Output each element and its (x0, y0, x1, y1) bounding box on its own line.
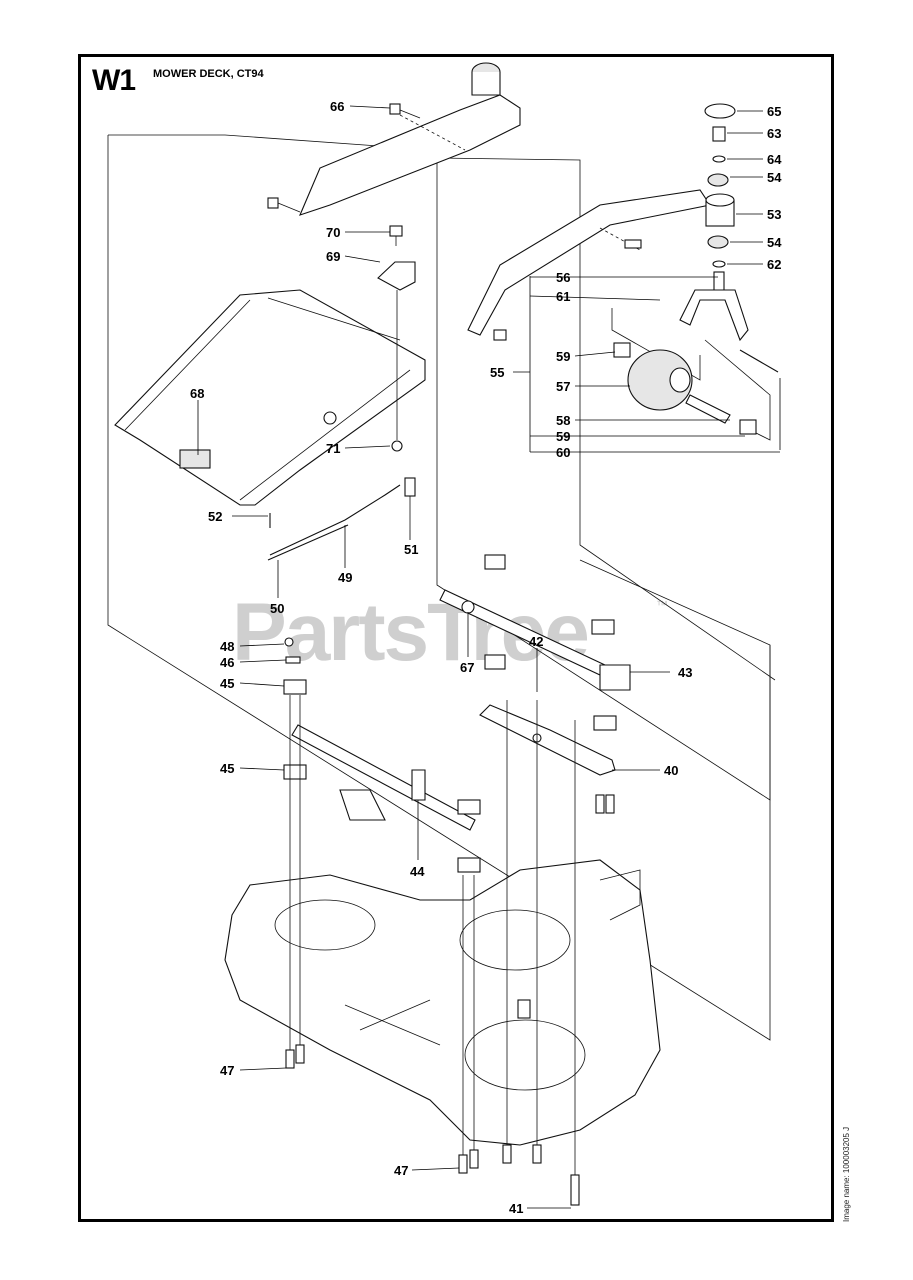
front-bracket (479, 704, 616, 776)
callout-51: 51 (404, 542, 418, 557)
mower-deck (224, 859, 661, 1146)
diagram-frame (78, 54, 834, 1222)
upper-arm-bracket (299, 62, 521, 216)
callout-46: 46 (220, 655, 234, 670)
leader-lines (197, 105, 781, 1209)
callout-67: 67 (460, 660, 474, 675)
callout-59-bottom: 59 (556, 429, 570, 444)
caster-hardware-stack (704, 103, 736, 268)
rear-shaft-assembly (283, 554, 631, 780)
callout-60: 60 (556, 445, 570, 460)
callout-45-bottom: 45 (220, 761, 234, 776)
callout-41: 41 (509, 1201, 523, 1216)
small-hardware (267, 103, 507, 452)
callout-66: 66 (330, 99, 344, 114)
right-arm-bracket (467, 189, 711, 336)
callout-49: 49 (338, 570, 352, 585)
callout-64: 64 (767, 152, 782, 167)
callout-58: 58 (556, 413, 570, 428)
callout-61: 61 (556, 289, 570, 304)
callout-43: 43 (678, 665, 692, 680)
callout-57: 57 (556, 379, 570, 394)
callout-40: 40 (664, 763, 678, 778)
callout-63: 63 (767, 126, 781, 141)
callout-62: 62 (767, 257, 781, 272)
page-code: W1 (92, 64, 136, 97)
callout-69: 69 (326, 249, 340, 264)
callout-52: 52 (208, 509, 222, 524)
callout-65: 65 (767, 104, 781, 119)
callout-68: 68 (190, 386, 204, 401)
callout-42: 42 (529, 634, 543, 649)
callout-47-bottom: 47 (394, 1163, 408, 1178)
callout-54-top: 54 (767, 170, 782, 185)
caster-wheel-assembly (611, 271, 779, 441)
callout-45-top: 45 (220, 676, 234, 691)
callout-labels: 65 63 64 54 53 54 62 66 70 69 56 61 55 5… (190, 99, 782, 1216)
callout-47-left: 47 (220, 1063, 234, 1078)
lift-frame (114, 289, 426, 506)
callout-44: 44 (410, 864, 425, 879)
callout-53: 53 (767, 207, 781, 222)
lift-linkage (267, 477, 416, 561)
callout-54-bottom: 54 (767, 235, 782, 250)
callout-48: 48 (220, 639, 234, 654)
long-bolts (285, 695, 615, 1206)
callout-71: 71 (326, 441, 340, 456)
watermark-tm: ™ (656, 598, 668, 612)
front-shaft (291, 724, 481, 873)
callout-56: 56 (556, 270, 570, 285)
callout-70: 70 (326, 225, 340, 240)
page-title: MOWER DECK, CT94 (153, 68, 264, 80)
callout-59-top: 59 (556, 349, 570, 364)
callout-55: 55 (490, 365, 504, 380)
callout-50: 50 (270, 601, 284, 616)
